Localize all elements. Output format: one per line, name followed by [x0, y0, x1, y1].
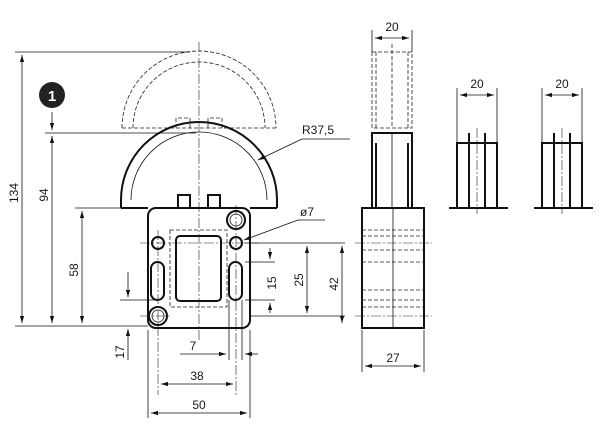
dim-slot-offset: 7	[190, 339, 197, 353]
dim-side-height: 42	[327, 277, 341, 291]
side-view-dimensions: 20 27	[361, 20, 425, 372]
bottom-dimensions: 7 38 50	[147, 300, 258, 418]
dim-bracket-width: 50	[192, 398, 206, 412]
left-dimensions: 134 94 58 17	[7, 51, 196, 360]
dim-detail-b-width: 20	[555, 77, 569, 91]
front-view	[120, 42, 278, 395]
front-right-dimensions: 15 25 42	[245, 242, 345, 323]
front-center-lines	[140, 42, 258, 395]
dim-detail-a-width: 20	[470, 77, 484, 91]
dim-height-to-arc: 94	[37, 188, 51, 202]
dim-slot-length: 15	[265, 276, 279, 290]
dim-hole-diameter: ø7	[300, 205, 314, 219]
dim-hole-spacing: 25	[292, 273, 306, 287]
dim-side-depth: 27	[386, 351, 400, 365]
dim-top-view-width: 20	[385, 20, 399, 34]
dim-bottom-offset: 17	[113, 345, 127, 359]
hole-callout: ø7	[243, 205, 325, 241]
dim-arc-radius: R37,5	[302, 123, 334, 137]
radius-callout: R37,5	[257, 123, 350, 161]
callout-number: 1	[48, 88, 56, 105]
detail-a: 20	[449, 77, 508, 214]
dim-slot-center-distance: 38	[190, 369, 204, 383]
dim-bracket-height: 58	[67, 263, 81, 277]
dim-overall-height: 134	[7, 183, 21, 203]
side-view	[355, 44, 432, 329]
callout-1-badge: 1	[39, 82, 65, 108]
detail-b: 20	[534, 77, 593, 214]
